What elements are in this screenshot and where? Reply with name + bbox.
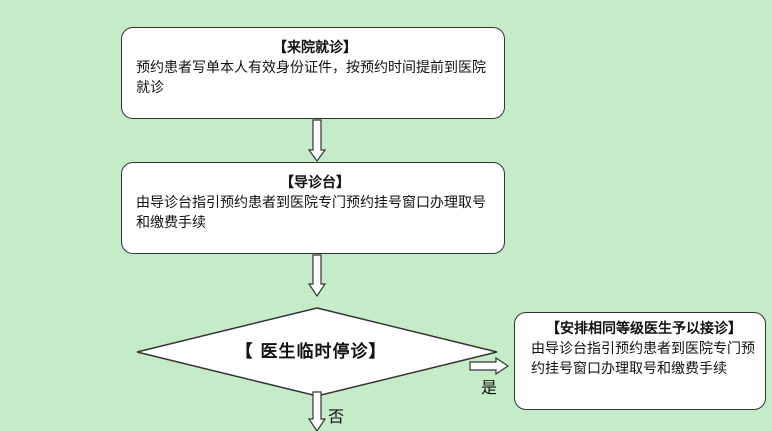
arrow-yes-to-arrange: [469, 356, 510, 376]
node-arrange-doctor: 【安排相同等级医生予以接诊】 由导诊台指引预约患者到医院专门预约挂号窗口办理取号…: [514, 312, 766, 410]
edge-yes-label: 是: [481, 378, 498, 397]
edge-no-label: 否: [328, 407, 345, 426]
node-visit-hospital: 【来院就诊】 预约患者写单本人有效身份证件，按预约时间提前到医院就诊: [121, 27, 505, 119]
node-visit-body: 预约患者写单本人有效身份证件，按预约时间提前到医院就诊: [136, 60, 486, 96]
node-guide-body: 由导诊台指引预约患者到医院专门预约挂号窗口办理取号和缴费手续: [136, 195, 486, 231]
node-guide-title: 【导诊台】: [280, 175, 350, 191]
arrow-no-down: [307, 391, 327, 431]
node-guide-desk: 【导诊台】 由导诊台指引预约患者到医院专门预约挂号窗口办理取号和缴费手续: [121, 162, 505, 254]
decision-label: 【 医生临时停诊】: [235, 342, 387, 362]
arrow-visit-to-guide: [307, 119, 327, 163]
arrow-guide-to-decision: [307, 254, 327, 298]
node-arrange-body: 由导诊台指引预约患者到医院专门预约挂号窗口办理取号和缴费手续: [531, 341, 755, 377]
node-visit-title: 【来院就诊】: [273, 40, 357, 56]
node-arrange-title: 【安排相同等级医生予以接诊】: [546, 321, 742, 337]
